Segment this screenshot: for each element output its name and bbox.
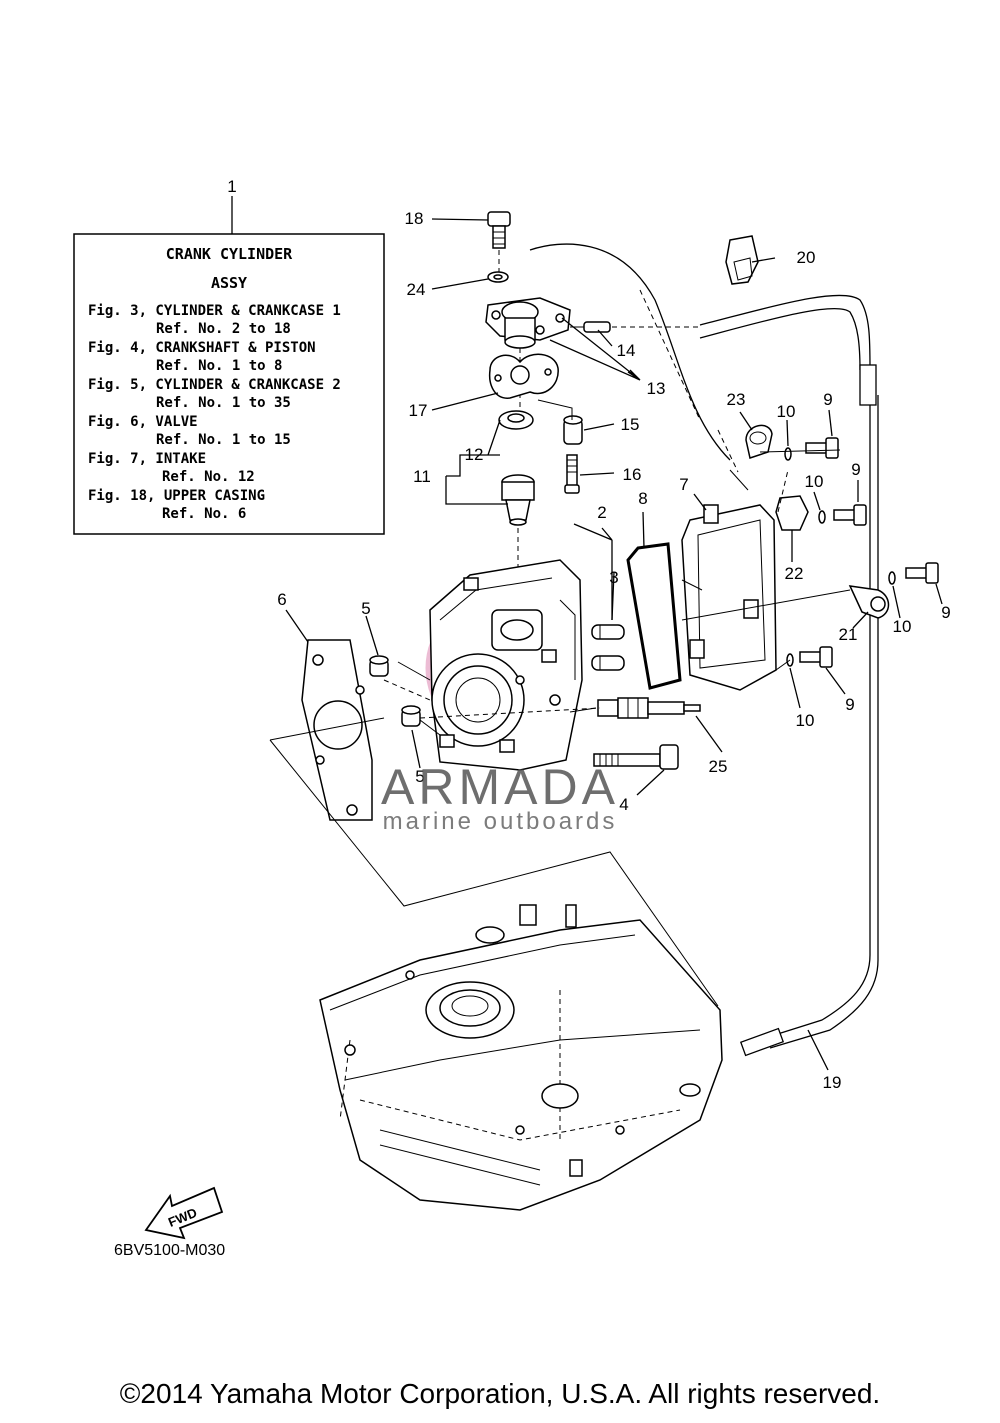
washer-10a bbox=[784, 447, 792, 461]
cylinder-cover-7 bbox=[681, 504, 777, 691]
callout-18: 18 bbox=[405, 209, 424, 228]
bolt-9a bbox=[805, 437, 839, 459]
callout-23: 23 bbox=[727, 390, 746, 409]
callout-9d: 9 bbox=[845, 695, 854, 714]
drawing-code: 6BV5100-M030 bbox=[114, 1242, 226, 1259]
clamp-23 bbox=[745, 424, 773, 459]
copyright-notice: ©2014 Yamaha Motor Corporation, U.S.A. A… bbox=[119, 1378, 881, 1409]
bolt-9c bbox=[905, 562, 939, 584]
collar-15 bbox=[563, 415, 583, 445]
callout-2: 2 bbox=[597, 503, 606, 522]
callout-25: 25 bbox=[709, 757, 728, 776]
clamp-21 bbox=[848, 585, 890, 619]
box-line: Fig. 6, VALVE bbox=[88, 414, 198, 430]
clamp-22 bbox=[775, 495, 809, 531]
box-line: Ref. No. 2 to 18 bbox=[156, 321, 291, 337]
spark-plug-25 bbox=[597, 697, 701, 719]
callout-20: 20 bbox=[797, 248, 816, 267]
box-title-line1: CRANK CYLINDER bbox=[166, 245, 293, 263]
assembly-info-box: CRANK CYLINDER ASSY Fig. 3, CYLINDER & C… bbox=[73, 196, 385, 535]
bolt-18 bbox=[487, 211, 511, 275]
callout-10c: 10 bbox=[893, 617, 912, 636]
callout-4: 4 bbox=[619, 795, 628, 814]
gasket-17 bbox=[488, 353, 559, 399]
callout-10d: 10 bbox=[796, 711, 815, 730]
leader-lines bbox=[285, 218, 943, 1071]
callout-21: 21 bbox=[839, 625, 858, 644]
callout-8: 8 bbox=[638, 489, 647, 508]
callout-3: 3 bbox=[609, 568, 618, 587]
callout-17: 17 bbox=[409, 401, 428, 420]
watermark-brand: ARMADA bbox=[381, 759, 619, 815]
callout-5-lower: 5 bbox=[415, 767, 424, 786]
thermostat-11 bbox=[501, 474, 535, 600]
seal-12 bbox=[498, 410, 534, 430]
washer-10c bbox=[888, 571, 896, 585]
box-line: Fig. 7, INTAKE bbox=[88, 451, 206, 467]
box-line: Fig. 3, CYLINDER & CRANKCASE 1 bbox=[88, 303, 341, 319]
washer-10b bbox=[818, 510, 826, 524]
dowel-5-upper bbox=[369, 655, 389, 677]
box-title-line2: ASSY bbox=[211, 274, 247, 292]
box-line: Ref. No. 1 to 15 bbox=[156, 432, 291, 448]
callout-9c: 9 bbox=[941, 603, 950, 622]
callout-10b: 10 bbox=[805, 472, 824, 491]
callout-13: 13 bbox=[647, 379, 666, 398]
callout-12: 12 bbox=[465, 445, 484, 464]
callout-14: 14 bbox=[617, 341, 636, 360]
crankcase bbox=[319, 904, 723, 1211]
box-line: Fig. 4, CRANKSHAFT & PISTON bbox=[88, 340, 316, 356]
callout-22: 22 bbox=[785, 564, 804, 583]
callout-labels: 1 2 3 4 5 5 6 7 8 9 9 9 9 10 10 10 10 11… bbox=[227, 177, 950, 1092]
washer-24 bbox=[487, 271, 509, 283]
cover-gasket-8 bbox=[626, 542, 682, 690]
callout-24: 24 bbox=[407, 280, 426, 299]
bolt-9b bbox=[833, 504, 867, 526]
assembly-guides bbox=[269, 399, 851, 1007]
dowel-5-lower bbox=[401, 705, 421, 727]
callout-19: 19 bbox=[823, 1073, 842, 1092]
fwd-arrow: FWD bbox=[144, 1186, 224, 1240]
hose-joint-14 bbox=[570, 321, 700, 333]
box-line: Ref. No. 6 bbox=[162, 506, 246, 522]
dowel-pins-3 bbox=[591, 624, 625, 671]
box-line: Fig. 18, UPPER CASING bbox=[88, 488, 265, 504]
callout-9b: 9 bbox=[851, 460, 860, 479]
callout-7: 7 bbox=[679, 475, 688, 494]
bolt-4 bbox=[593, 744, 679, 770]
callout-6: 6 bbox=[277, 590, 286, 609]
bolt-9d bbox=[799, 646, 833, 668]
callout-1: 1 bbox=[227, 177, 236, 196]
head-gasket-6 bbox=[301, 639, 373, 821]
thermo-cable bbox=[529, 243, 879, 1057]
callout-5-upper: 5 bbox=[361, 599, 370, 618]
callout-11: 11 bbox=[413, 467, 431, 486]
thermostat-cover-13 bbox=[485, 297, 571, 420]
box-line: Ref. No. 12 bbox=[162, 469, 255, 485]
clamp-20 bbox=[725, 235, 759, 285]
box-line: Ref. No. 1 to 8 bbox=[156, 358, 282, 374]
cylinder-block-2 bbox=[429, 559, 583, 771]
watermark-subtitle: marine outboards bbox=[382, 808, 618, 835]
callout-15: 15 bbox=[621, 415, 640, 434]
box-line: Ref. No. 1 to 35 bbox=[156, 395, 291, 411]
callout-10a: 10 bbox=[777, 402, 796, 421]
callout-9a: 9 bbox=[823, 390, 832, 409]
box-line: Fig. 5, CYLINDER & CRANKCASE 2 bbox=[88, 377, 341, 393]
callout-16: 16 bbox=[623, 465, 642, 484]
bolt-16 bbox=[564, 454, 580, 494]
